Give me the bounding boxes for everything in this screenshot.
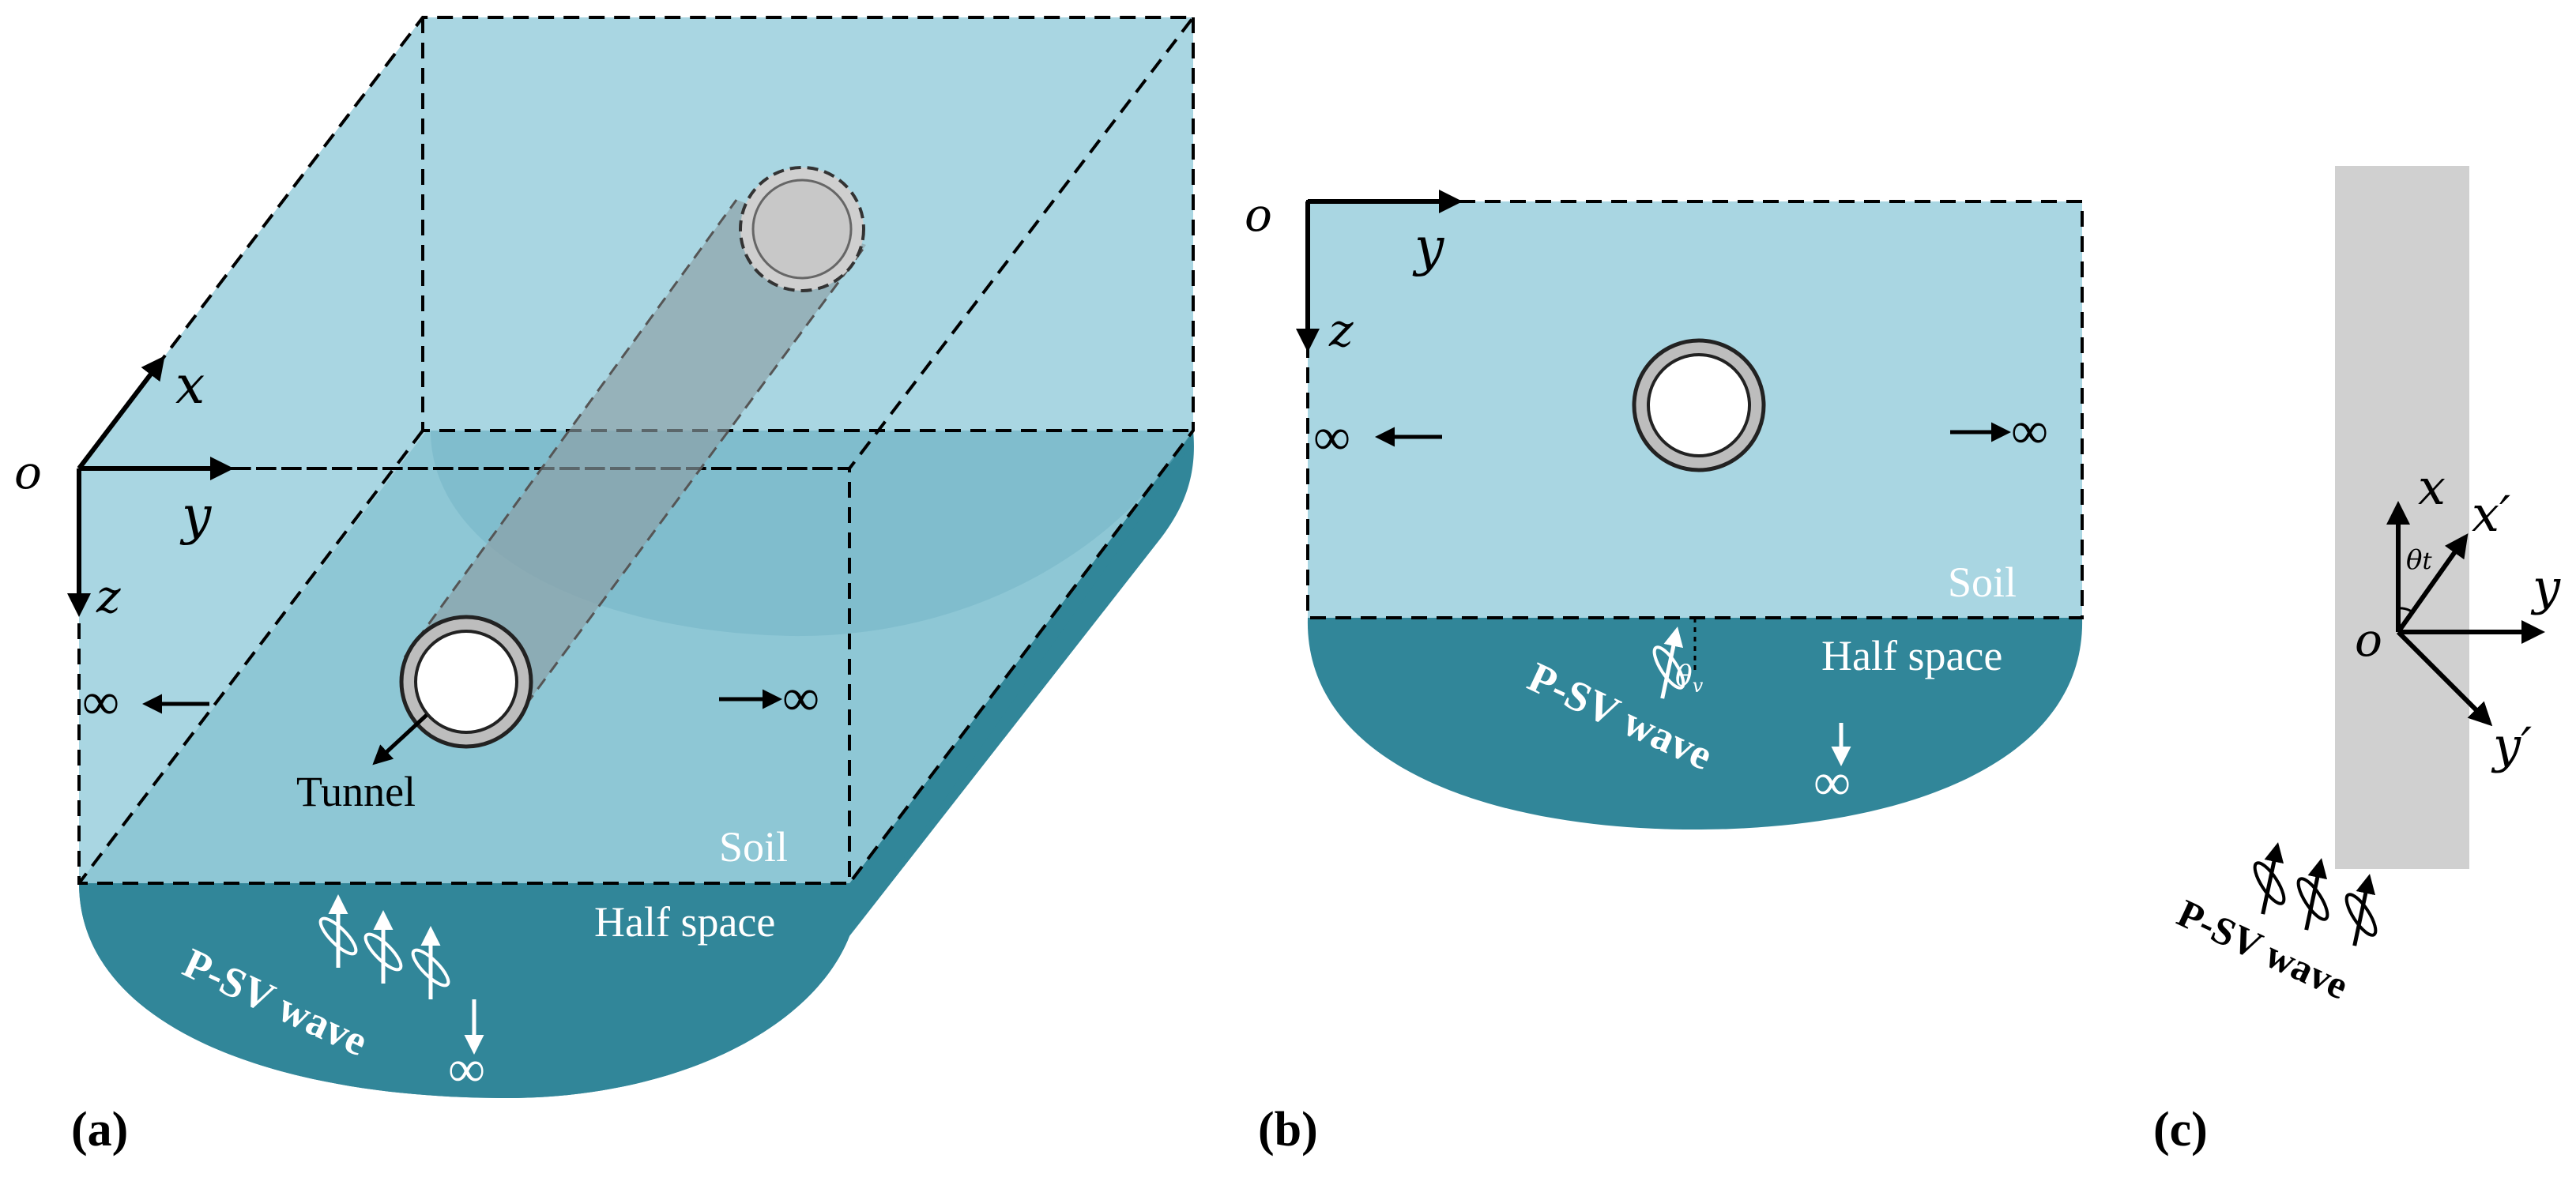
structure-column: [2335, 166, 2469, 869]
soil-top-face: [79, 17, 1193, 468]
infinity-right: ∞: [782, 669, 819, 727]
axis-y-label-c: y: [2530, 559, 2561, 616]
infinity-right-b: ∞: [2011, 402, 2048, 460]
panel-b: o y z ∞ ∞ Soil Half space θv P-SV wave ∞…: [1245, 188, 2084, 1157]
panel-a-label: (a): [71, 1103, 128, 1157]
infinity-bottom-b: ∞: [1813, 754, 1851, 811]
axis-z-label-b: z: [1328, 303, 1354, 357]
angle-label-b: θv: [1675, 660, 1704, 697]
panel-c-label: (c): [2153, 1103, 2208, 1157]
axis-y-label: y: [179, 485, 212, 546]
axis-y-prime-label-c: y′: [2491, 717, 2532, 774]
axes-c: [2386, 501, 2545, 727]
infinity-left: ∞: [82, 673, 119, 731]
origin-label-b: o: [1245, 188, 1272, 242]
inner-half-space-shading: [79, 431, 1193, 883]
angle-label-c: θt: [2406, 544, 2432, 576]
infinity-bottom: ∞: [448, 1040, 485, 1098]
half-space-label: Half space: [594, 898, 775, 946]
axis-z-label: z: [96, 570, 121, 623]
origin-label: o: [14, 446, 42, 499]
panel-c: x x′ θt y o y′ P-SV wave (c): [2153, 166, 2561, 1157]
axis-x-label: x: [175, 355, 205, 416]
origin-label-c: o: [2355, 613, 2382, 667]
panel-b-label: (b): [1258, 1103, 1318, 1157]
soil-label-b: Soil: [1948, 559, 2017, 606]
infinity-left-b: ∞: [1313, 408, 1350, 466]
half-space-region-b: [1307, 618, 2083, 830]
axis-x-prime-label-c: x′: [2472, 485, 2510, 543]
soil-label: Soil: [719, 823, 788, 871]
tunnel-body: [405, 200, 866, 705]
half-space-label-b: Half space: [1821, 632, 2002, 679]
axis-y-label-b: y: [1412, 216, 1444, 277]
panel-a: o x y z ∞ ∞ Tunnel Soil Half space P-SV …: [14, 16, 1197, 1157]
axis-x-label-c: x: [2418, 458, 2446, 516]
tunnel-label: Tunnel: [296, 768, 416, 815]
axes-a: [67, 356, 234, 617]
axes-b: [1296, 190, 1463, 352]
